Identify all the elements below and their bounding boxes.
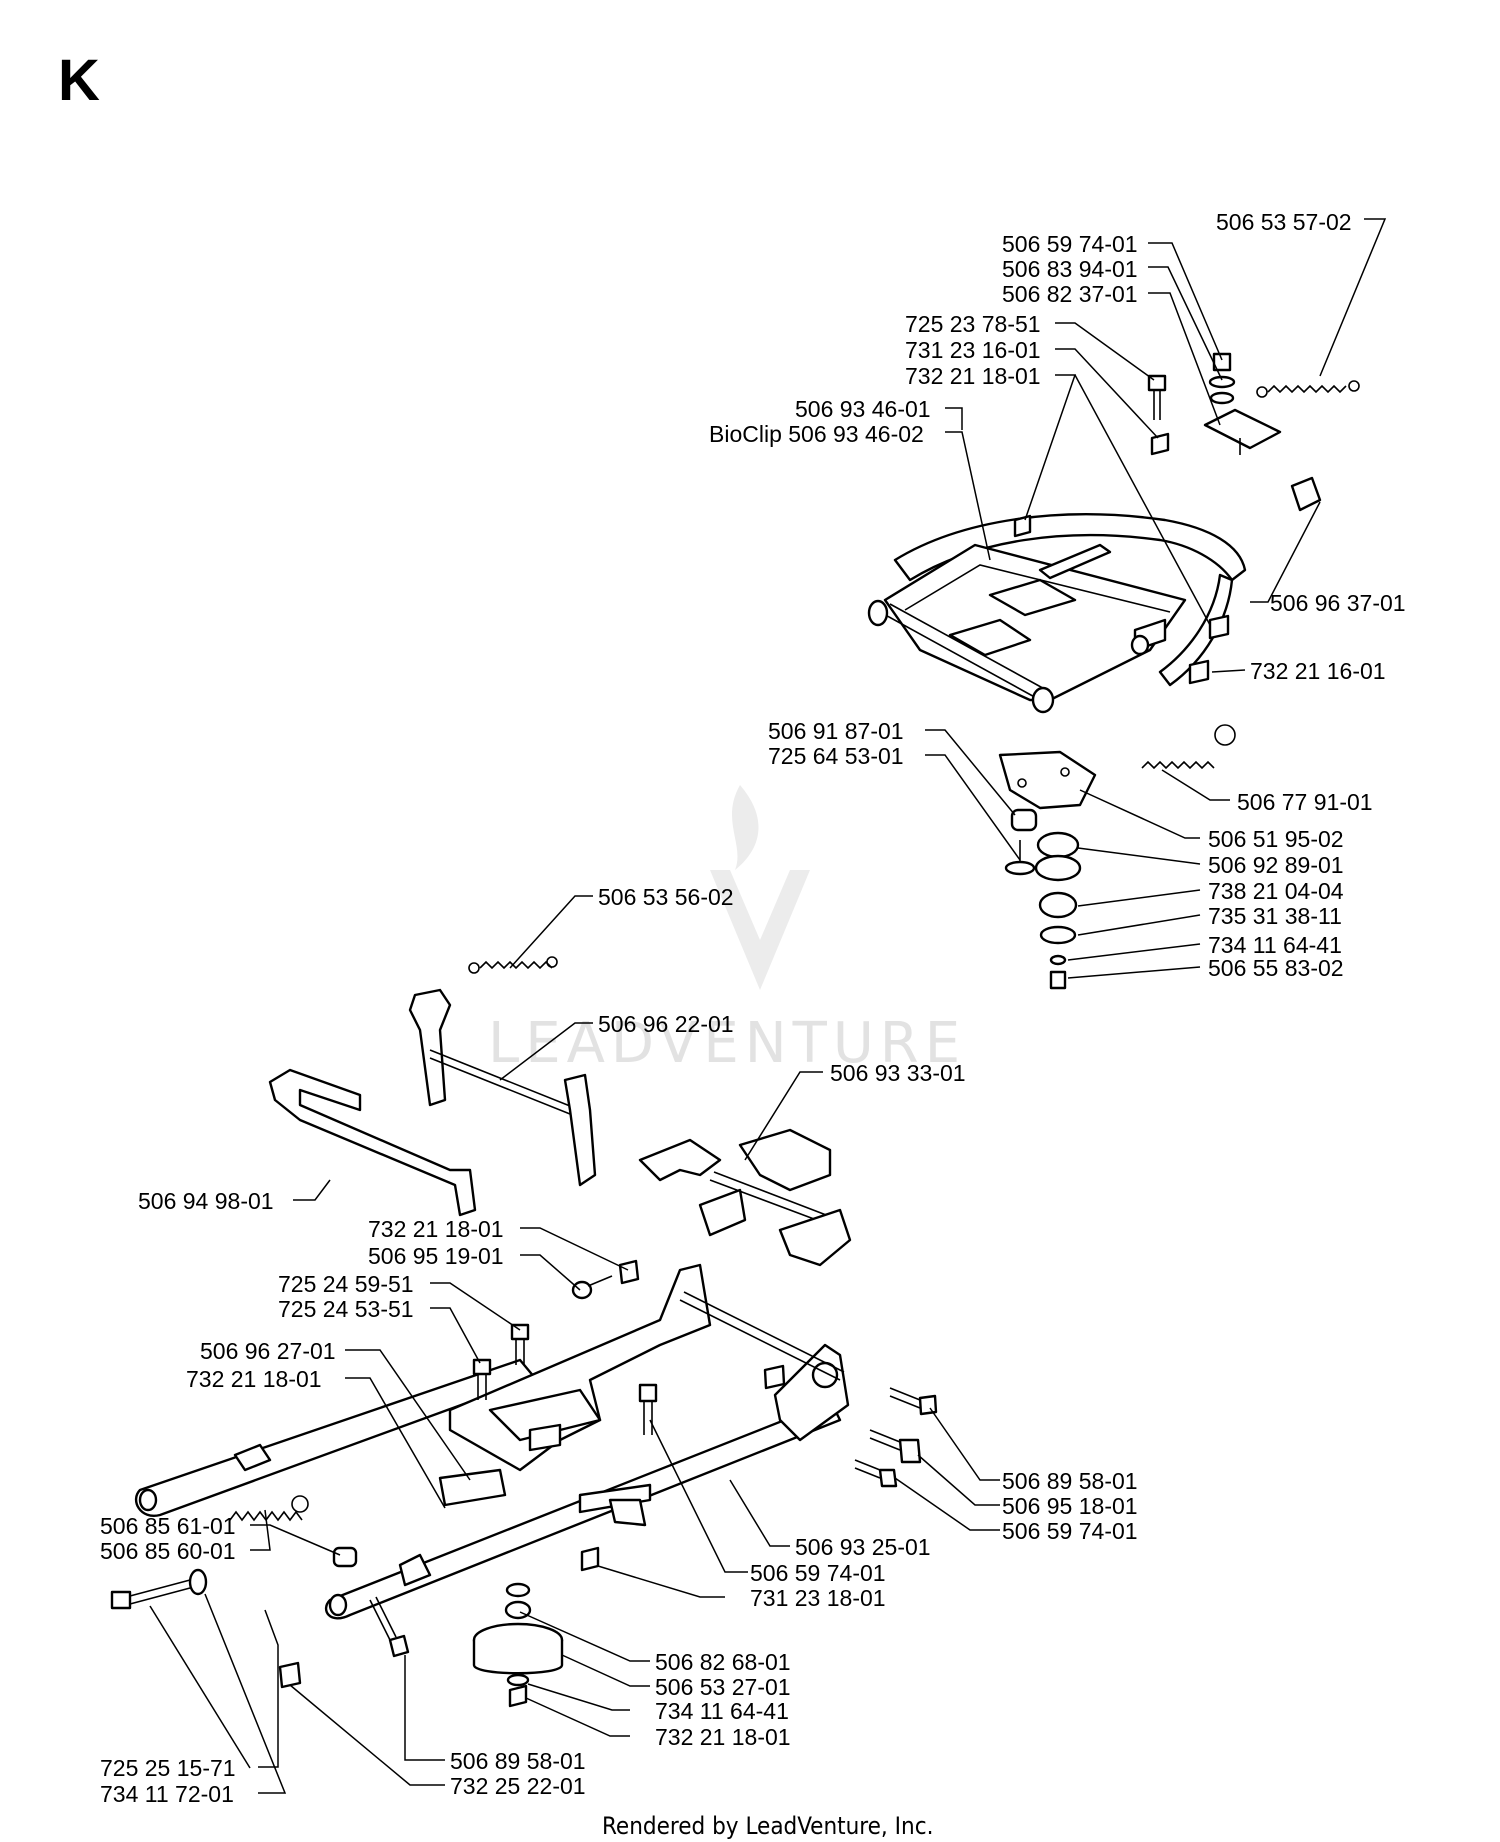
part-label: 731 23 16-01 <box>905 337 1041 363</box>
part-label: 725 23 78-51 <box>905 311 1041 337</box>
part-label: 725 24 53-51 <box>278 1296 414 1322</box>
part-label: 506 96 22-01 <box>598 1011 734 1037</box>
part-label: 732 25 22-01 <box>450 1773 586 1799</box>
part-label: 506 95 18-01 <box>1002 1493 1138 1519</box>
part-label: 506 95 19-01 <box>368 1243 504 1269</box>
part-label: 725 24 59-51 <box>278 1271 414 1297</box>
part-label: 506 82 37-01 <box>1002 281 1138 307</box>
part-label: 506 53 56-02 <box>598 884 734 910</box>
part-label: 506 96 37-01 <box>1270 590 1406 616</box>
part-label: 506 53 57-02 <box>1216 209 1352 235</box>
part-label: 738 21 04-04 <box>1208 878 1344 904</box>
part-label: 506 93 33-01 <box>830 1060 966 1086</box>
part-label: 725 64 53-01 <box>768 743 904 769</box>
part-label: 506 59 74-01 <box>750 1560 886 1586</box>
part-label: 506 53 27-01 <box>655 1674 791 1700</box>
part-label: 506 59 74-01 <box>1002 231 1138 257</box>
part-labels: 506 53 57-02 506 59 74-01 506 83 94-01 5… <box>100 209 1406 1807</box>
top-hardware <box>1013 352 1360 685</box>
footer-credit: Rendered by LeadVenture, Inc. <box>602 1812 933 1840</box>
part-label: 725 25 15-71 <box>100 1755 236 1781</box>
part-label: 506 92 89-01 <box>1208 852 1344 878</box>
part-label: 506 93 46-01 <box>795 396 931 422</box>
part-label: 506 85 61-01 <box>100 1513 236 1539</box>
part-label: 506 89 58-01 <box>450 1748 586 1774</box>
part-label: 506 82 68-01 <box>655 1649 791 1675</box>
part-label: 734 11 64-41 <box>1208 932 1342 958</box>
lower-hardware <box>110 1259 938 1708</box>
part-label: 506 83 94-01 <box>1002 256 1138 282</box>
part-label: 735 31 38-11 <box>1208 903 1342 929</box>
part-label: 506 55 83-02 <box>1208 955 1344 981</box>
part-label: 734 11 72-01 <box>100 1781 234 1807</box>
part-label: BioClip 506 93 46-02 <box>709 421 924 447</box>
part-label: 732 21 16-01 <box>1250 658 1386 684</box>
section-letter: K <box>58 48 100 113</box>
part-label: 506 91 87-01 <box>768 718 904 744</box>
part-label: 506 93 25-01 <box>795 1534 931 1560</box>
watermark: LEADVENTURE <box>488 785 966 1076</box>
part-label: 732 21 18-01 <box>905 363 1041 389</box>
part-label: 506 96 27-01 <box>200 1338 336 1364</box>
part-label: 506 94 98-01 <box>138 1188 274 1214</box>
part-label: 734 11 64-41 <box>655 1698 789 1724</box>
part-label: 731 23 18-01 <box>750 1585 886 1611</box>
part-label: 506 85 60-01 <box>100 1538 236 1564</box>
part-label: 506 89 58-01 <box>1002 1468 1138 1494</box>
part-label: 506 51 95-02 <box>1208 826 1344 852</box>
leader-lines <box>149 218 1387 1794</box>
part-label: 732 21 18-01 <box>655 1724 791 1750</box>
part-label: 506 77 91-01 <box>1237 789 1373 815</box>
middle-levers <box>268 956 852 1267</box>
part-label: 732 21 18-01 <box>186 1366 322 1392</box>
pivot-stack <box>998 724 1236 990</box>
upper-frame-part <box>867 513 1247 714</box>
part-label: 732 21 18-01 <box>368 1216 504 1242</box>
lower-frame <box>134 1263 850 1620</box>
part-label: 506 59 74-01 <box>1002 1518 1138 1544</box>
watermark-text: LEADVENTURE <box>488 1011 966 1076</box>
